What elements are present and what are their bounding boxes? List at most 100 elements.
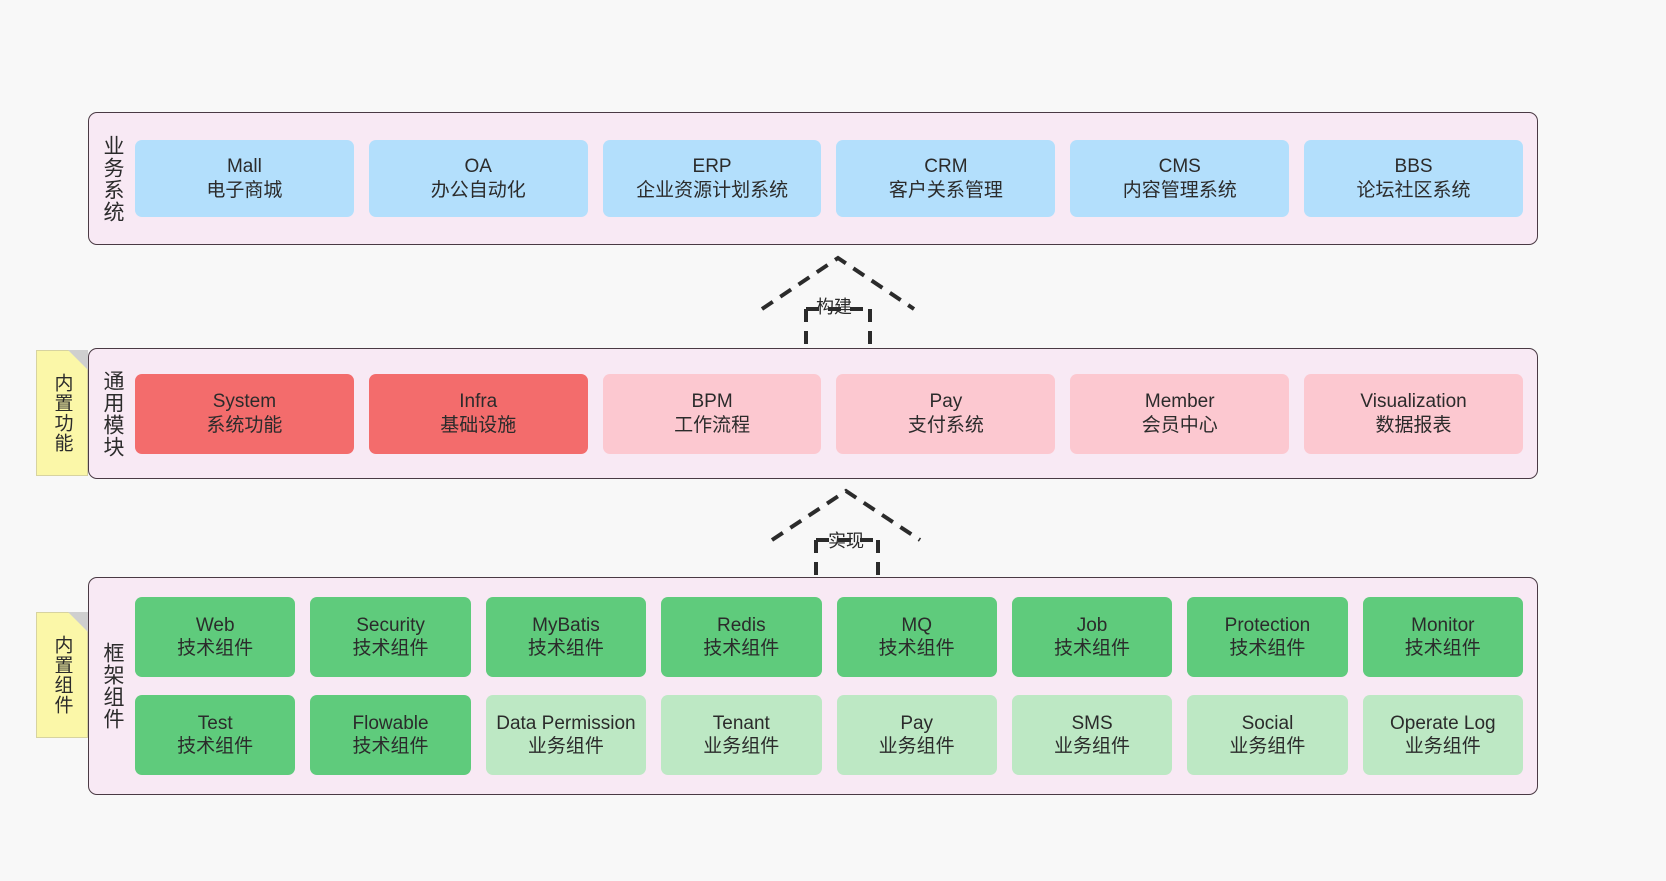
arrow-build: 构建: [748, 252, 928, 348]
node-data-permission[interactable]: Data Permission 业务组件: [485, 695, 647, 775]
sticky-note-builtin-functions: 内置功能: [36, 350, 88, 476]
node-title-en: CRM: [924, 156, 968, 178]
node-title-en: Web: [195, 614, 235, 636]
arrow-implement: 实现: [762, 487, 942, 583]
layer-body: Mall 电子商城 OA 办公自动化 ERP 企业资源计划系统 CRM 客户关系…: [135, 113, 1537, 244]
sticky-note-builtin-components: 内置组件: [36, 612, 88, 738]
node-title-cn: 支付系统: [907, 414, 984, 436]
node-title-cn: 技术组件: [177, 736, 254, 757]
node-pay-component[interactable]: Pay 业务组件: [836, 695, 997, 775]
node-system[interactable]: System 系统功能: [135, 373, 354, 454]
node-title-en: Infra: [459, 391, 498, 413]
sticky-note-label: 内置功能: [51, 373, 73, 453]
node-title-en: BBS: [1394, 156, 1433, 178]
node-title-cn: 技术组件: [703, 638, 780, 659]
node-title-en: CMS: [1158, 156, 1201, 178]
layer-body: Web 技术组件 Security 技术组件 MyBatis 技术组件 Redi…: [135, 578, 1537, 794]
node-flowable[interactable]: Flowable 技术组件: [310, 695, 471, 775]
node-title-cn: 业务组件: [1054, 736, 1131, 757]
node-sms[interactable]: SMS 业务组件: [1011, 695, 1173, 775]
node-bpm[interactable]: BPM 工作流程: [602, 373, 822, 454]
node-cms[interactable]: CMS 内容管理系统: [1070, 140, 1290, 217]
node-title-en: Social: [1241, 712, 1294, 734]
node-title-cn: 论坛社区系统: [1356, 179, 1471, 201]
node-title-en: Security: [356, 614, 425, 636]
node-title-en: MyBatis: [532, 614, 600, 636]
node-row: Mall 电子商城 OA 办公自动化 ERP 企业资源计划系统 CRM 客户关系…: [135, 140, 1523, 217]
node-member[interactable]: Member 会员中心: [1070, 373, 1290, 454]
node-row: System 系统功能 Infra 基础设施 BPM 工作流程 Pay 支付系统…: [135, 373, 1523, 454]
node-title-cn: 会员中心: [1141, 414, 1218, 436]
node-title-cn: 业务组件: [1404, 736, 1481, 757]
layer-title: 通用模块: [101, 369, 125, 458]
node-title-en: SMS: [1071, 712, 1113, 734]
node-row: Test 技术组件 Flowable 技术组件 Data Permission …: [135, 695, 1523, 775]
node-title-en: ERP: [692, 156, 732, 178]
node-title-cn: 基础设施: [440, 414, 517, 436]
node-social[interactable]: Social 业务组件: [1187, 695, 1348, 775]
node-protection[interactable]: Protection 技术组件: [1187, 597, 1348, 677]
node-title-en: MQ: [901, 614, 932, 636]
node-title-cn: 技术组件: [352, 736, 429, 757]
node-title-en: Data Permission: [496, 712, 636, 734]
node-title-cn: 电子商城: [206, 179, 283, 201]
node-title-cn: 业务组件: [1229, 736, 1306, 757]
node-infra[interactable]: Infra 基础设施: [368, 373, 588, 454]
sticky-note-label: 内置组件: [51, 635, 73, 715]
node-title-cn: 数据报表: [1375, 414, 1452, 436]
node-title-en: Member: [1144, 391, 1215, 413]
node-title-cn: 工作流程: [674, 414, 751, 436]
node-redis[interactable]: Redis 技术组件: [661, 597, 822, 677]
node-title-cn: 系统功能: [206, 414, 283, 436]
node-oa[interactable]: OA 办公自动化: [368, 140, 588, 217]
node-title-en: BPM: [691, 391, 733, 413]
node-title-en: Pay: [929, 391, 963, 413]
layer-common-modules: 通用模块 System 系统功能 Infra 基础设施 BPM 工作流程 Pay…: [88, 348, 1538, 479]
node-title-en: Flowable: [352, 712, 429, 734]
node-title-cn: 技术组件: [352, 638, 429, 659]
node-mall[interactable]: Mall 电子商城: [135, 140, 354, 217]
node-security[interactable]: Security 技术组件: [310, 597, 471, 677]
node-operate-log[interactable]: Operate Log 业务组件: [1362, 695, 1523, 775]
node-title-en: Mall: [226, 156, 262, 178]
arrow-label: 构建: [816, 297, 852, 317]
node-job[interactable]: Job 技术组件: [1011, 597, 1173, 677]
layer-business-systems: 业务系统 Mall 电子商城 OA 办公自动化 ERP 企业资源计划系统 CRM…: [88, 112, 1538, 245]
node-title-cn: 业务组件: [703, 736, 780, 757]
node-title-cn: 技术组件: [527, 638, 604, 659]
arrow-head-icon: [770, 488, 922, 542]
node-title-cn: 技术组件: [1229, 638, 1306, 659]
node-title-en: Tenant: [712, 712, 770, 734]
node-tenant[interactable]: Tenant 业务组件: [661, 695, 822, 775]
node-title-cn: 技术组件: [878, 638, 955, 659]
node-title-cn: 客户关系管理: [888, 179, 1003, 201]
node-title-cn: 企业资源计划系统: [636, 179, 789, 201]
layer-title: 框架组件: [101, 642, 125, 730]
node-bbs[interactable]: BBS 论坛社区系统: [1304, 140, 1523, 217]
layer-framework-components: 框架组件 Web 技术组件 Security 技术组件 MyBatis 技术组件…: [88, 577, 1538, 795]
node-pay-module[interactable]: Pay 支付系统: [836, 373, 1056, 454]
node-erp[interactable]: ERP 企业资源计划系统: [602, 140, 822, 217]
node-mybatis[interactable]: MyBatis 技术组件: [485, 597, 647, 677]
node-title-en: Monitor: [1411, 614, 1475, 636]
node-title-cn: 内容管理系统: [1122, 179, 1237, 201]
node-title-en: Job: [1076, 614, 1108, 636]
node-crm[interactable]: CRM 客户关系管理: [836, 140, 1056, 217]
node-title-cn: 技术组件: [1054, 638, 1131, 659]
node-monitor[interactable]: Monitor 技术组件: [1362, 597, 1523, 677]
arrow-label: 实现: [828, 531, 864, 551]
node-title-cn: 业务组件: [878, 736, 955, 757]
node-mq[interactable]: MQ 技术组件: [836, 597, 997, 677]
node-visualization[interactable]: Visualization 数据报表: [1304, 373, 1523, 454]
node-title-en: Redis: [717, 614, 766, 636]
node-test[interactable]: Test 技术组件: [135, 695, 296, 775]
node-title-en: Test: [197, 712, 233, 734]
node-title-en: Protection: [1224, 614, 1311, 636]
node-title-cn: 办公自动化: [430, 179, 526, 201]
layer-body: System 系统功能 Infra 基础设施 BPM 工作流程 Pay 支付系统…: [135, 349, 1537, 478]
node-title-cn: 技术组件: [1404, 638, 1481, 659]
node-title-en: Pay: [900, 712, 934, 734]
node-title-en: System: [212, 391, 277, 413]
node-web[interactable]: Web 技术组件: [135, 597, 296, 677]
